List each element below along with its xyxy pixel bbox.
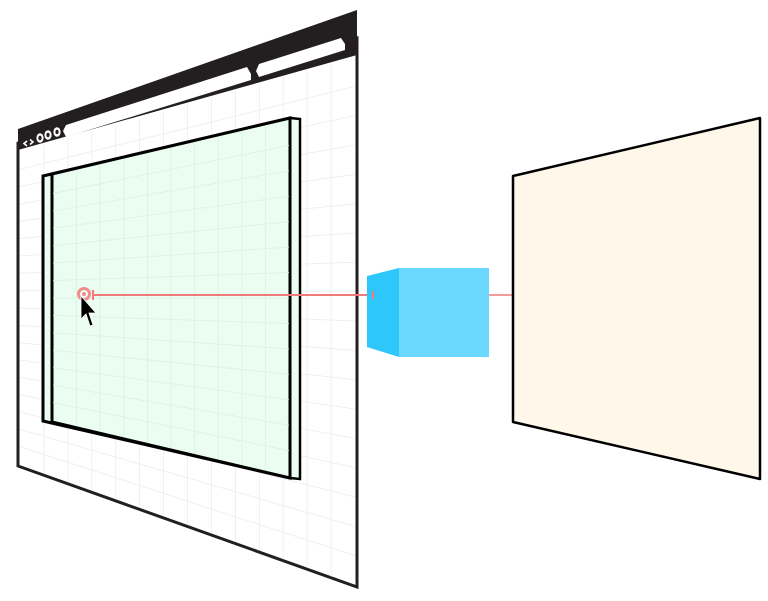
grid-line [19,446,356,557]
grid-line [52,367,290,401]
target-plane-surface [511,116,762,481]
click-ring-center [82,292,86,296]
mouse-pointer-icon [80,294,97,327]
grid-line [52,170,290,212]
cube-side-face [367,268,399,357]
grid-line [19,428,356,527]
address-bar[interactable] [63,67,251,137]
grid-line [52,195,290,229]
grid-line [52,221,290,247]
grid-line [52,315,290,324]
grid-line [52,332,290,350]
window-button-dot [46,132,50,138]
grid-line [52,349,290,375]
target-plane [511,116,762,481]
search-bar[interactable] [256,38,345,77]
grid-line [52,145,290,194]
window-button-dot [38,135,42,141]
chevron-left-icon[interactable] [22,140,28,147]
viewport-grid [52,125,290,471]
window-button-dot [55,129,59,135]
grid-line [52,272,290,281]
projection-cube [367,268,489,357]
cursor [77,287,97,327]
grid-line [19,85,356,170]
grid-line [52,402,290,451]
viewport [41,116,302,481]
grid-line [52,246,290,264]
chevron-right-icon[interactable] [29,138,35,146]
grid-line [52,384,290,426]
cube-front-face [399,268,489,357]
